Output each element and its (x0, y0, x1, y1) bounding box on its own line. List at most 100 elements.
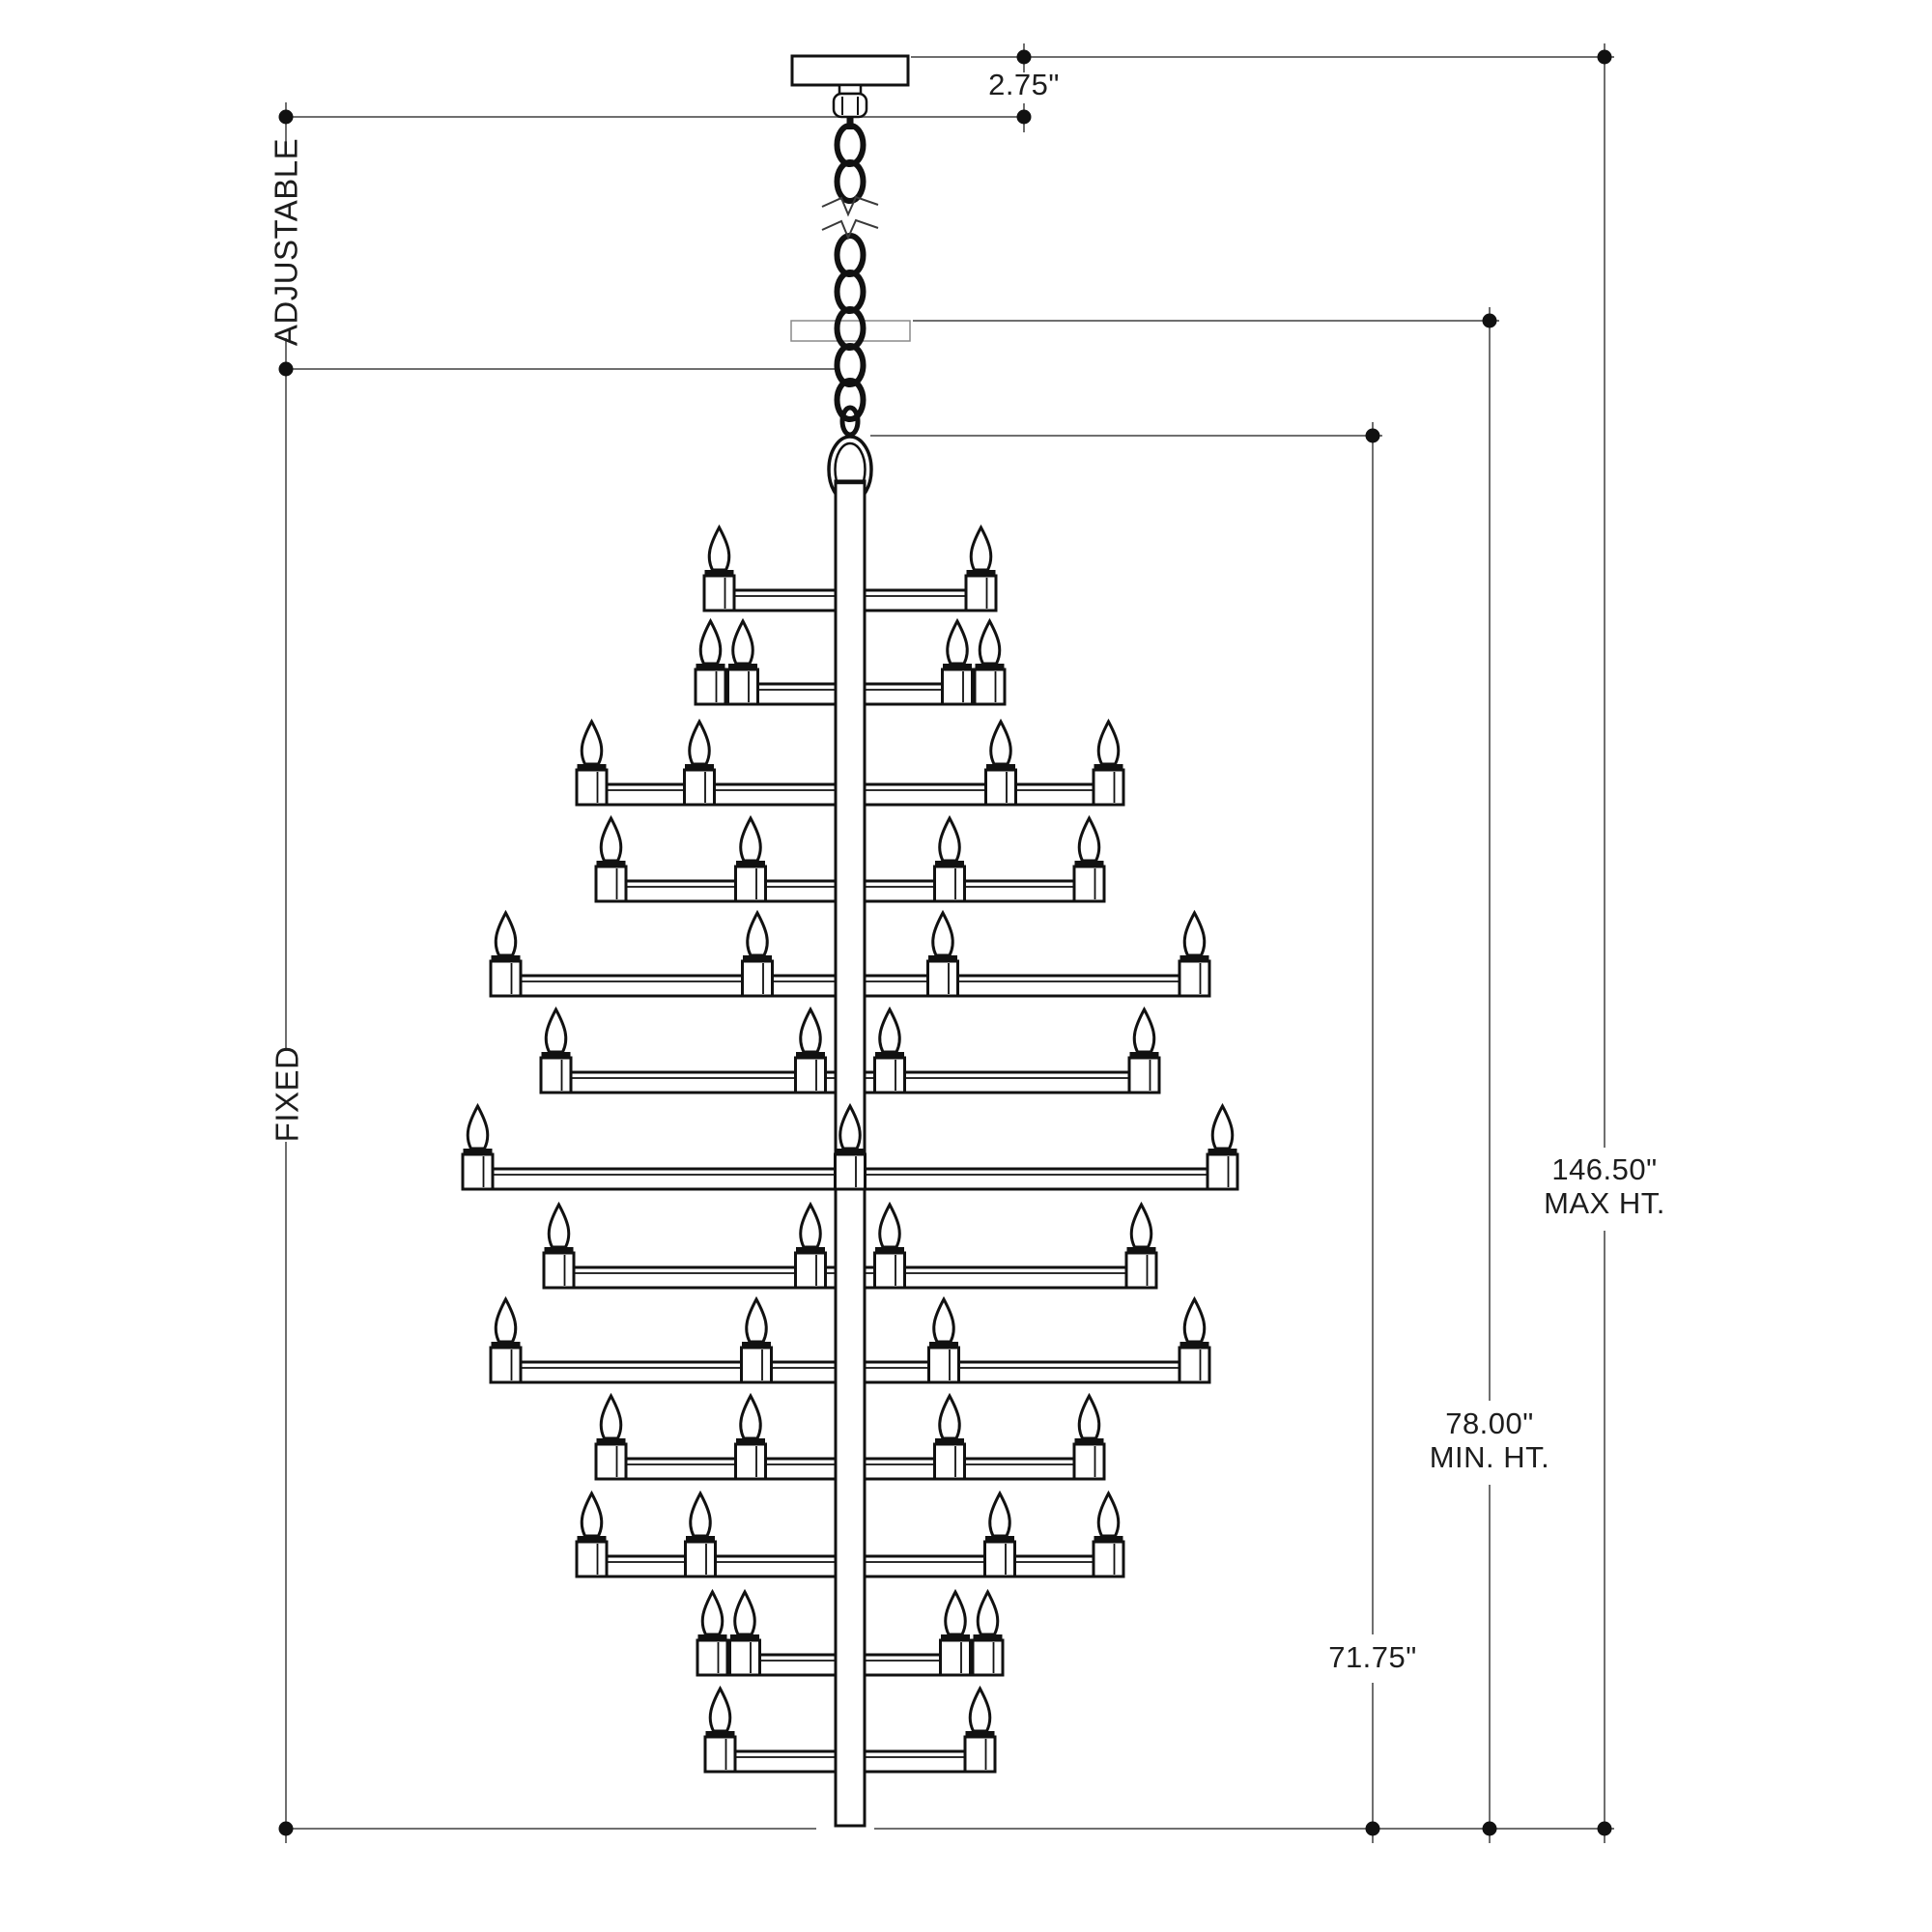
candle-rim (577, 764, 607, 770)
dimension-dot (1365, 1821, 1380, 1836)
dim-label-max-height-caption: MAX HT. (1544, 1186, 1665, 1220)
flame-bulb (1096, 718, 1121, 766)
chain-connector-link (839, 405, 861, 438)
candle-rim (928, 955, 957, 961)
candle-rim (1208, 1149, 1237, 1154)
candle-cup (973, 668, 1007, 706)
flame-bulb (698, 617, 723, 666)
candle-rim (875, 1052, 904, 1058)
flame-bulb (700, 1588, 724, 1636)
candle-cup (1206, 1152, 1239, 1191)
flame-bulb (946, 617, 969, 666)
flame-bulb (731, 617, 754, 666)
tier-arm-left (489, 974, 844, 998)
flame-bulb (878, 1201, 901, 1249)
candle-rim (736, 1438, 765, 1444)
candle-cup (1124, 1251, 1158, 1290)
flame-bulb (969, 524, 993, 572)
candle-rim (728, 664, 757, 669)
dimension-dot (278, 361, 294, 377)
chain-link (834, 233, 867, 277)
flame-bulb (989, 718, 1012, 766)
flame-bulb (1182, 1295, 1207, 1344)
candle-cup (734, 865, 767, 903)
candle-rim (742, 1342, 771, 1348)
candle-rim (1179, 955, 1209, 961)
flame-bulb (580, 1490, 604, 1538)
candle-rim (697, 1634, 727, 1640)
dim-label-min-height-value: 78.00" (1445, 1406, 1534, 1440)
chain-link (834, 159, 867, 204)
candle-rim (696, 664, 725, 669)
dim-label-fixed-drop: 71.75" (1328, 1640, 1417, 1674)
candle-rim (463, 1149, 493, 1154)
candle-cup (489, 959, 523, 998)
candle-rim (705, 1731, 735, 1737)
flame-bulb (1132, 1006, 1156, 1054)
candle-cup (741, 959, 774, 998)
candle-cup (1072, 1442, 1106, 1481)
candle-rim (704, 570, 734, 576)
flame-bulb (745, 1295, 768, 1344)
candle-cup (933, 1442, 966, 1481)
candle-cup (1072, 865, 1106, 903)
flame-bulb (1096, 1490, 1121, 1538)
dim-label-hang-gap: 2.75" (988, 68, 1060, 101)
candle-rim (1094, 1536, 1123, 1542)
candle-rim (743, 955, 772, 961)
flame-bulb (494, 1295, 518, 1344)
flame-bulb (739, 814, 762, 863)
candle-cup (794, 1056, 827, 1094)
tier-arm-right (856, 1457, 1106, 1481)
candle-rim (736, 861, 765, 867)
tier-arm-left (594, 879, 844, 903)
dimension-dot (1482, 1821, 1497, 1836)
tier-arm-right (856, 879, 1106, 903)
tier-arm-right (856, 974, 1211, 998)
candle-cup (461, 1152, 495, 1191)
tier-arm-left (489, 1360, 844, 1384)
flame-bulb (746, 909, 769, 957)
candle-rim (596, 1438, 626, 1444)
flame-bulb (547, 1201, 571, 1249)
candle-cup (726, 668, 759, 706)
candle-rim (935, 1438, 964, 1444)
dimension-dot (1016, 49, 1032, 65)
flame-bulb (944, 1588, 967, 1636)
flame-bulb (494, 909, 518, 957)
flame-bulb (580, 718, 604, 766)
candle-cup (1178, 959, 1211, 998)
flame-bulb (689, 1490, 712, 1538)
candle-rim (541, 1052, 571, 1058)
candle-rim (1129, 1052, 1159, 1058)
flame-bulb (544, 1006, 568, 1054)
candle-cup (740, 1346, 773, 1384)
candle-rim (935, 861, 964, 867)
candle-rim (1179, 1342, 1209, 1348)
candle-cup (1178, 1346, 1211, 1384)
flame-bulb (688, 718, 711, 766)
flame-bulb (878, 1006, 901, 1054)
tier-arm-left (594, 1457, 844, 1481)
dim-label-min-height: 78.00" MIN. HT. (1412, 1406, 1567, 1474)
dimension-dot (1597, 49, 1612, 65)
dimension-dot (1365, 428, 1380, 443)
candle-rim (1094, 764, 1123, 770)
flame-bulb (938, 814, 961, 863)
candle-cup (927, 1346, 960, 1384)
dimension-dot (1482, 313, 1497, 328)
candle-cup (941, 668, 974, 706)
flame-bulb (733, 1588, 756, 1636)
candle-cup (694, 668, 727, 706)
chain-link (834, 270, 867, 314)
chain-break-symbol (821, 195, 879, 217)
candle-cup (873, 1251, 906, 1290)
candle-rim (875, 1247, 904, 1253)
flame-bulb (799, 1201, 822, 1249)
flame-bulb (599, 814, 623, 863)
candle-cup (963, 1735, 997, 1774)
candle-cup (939, 1638, 972, 1677)
candle-cup (984, 768, 1017, 807)
candle-rim (685, 764, 714, 770)
